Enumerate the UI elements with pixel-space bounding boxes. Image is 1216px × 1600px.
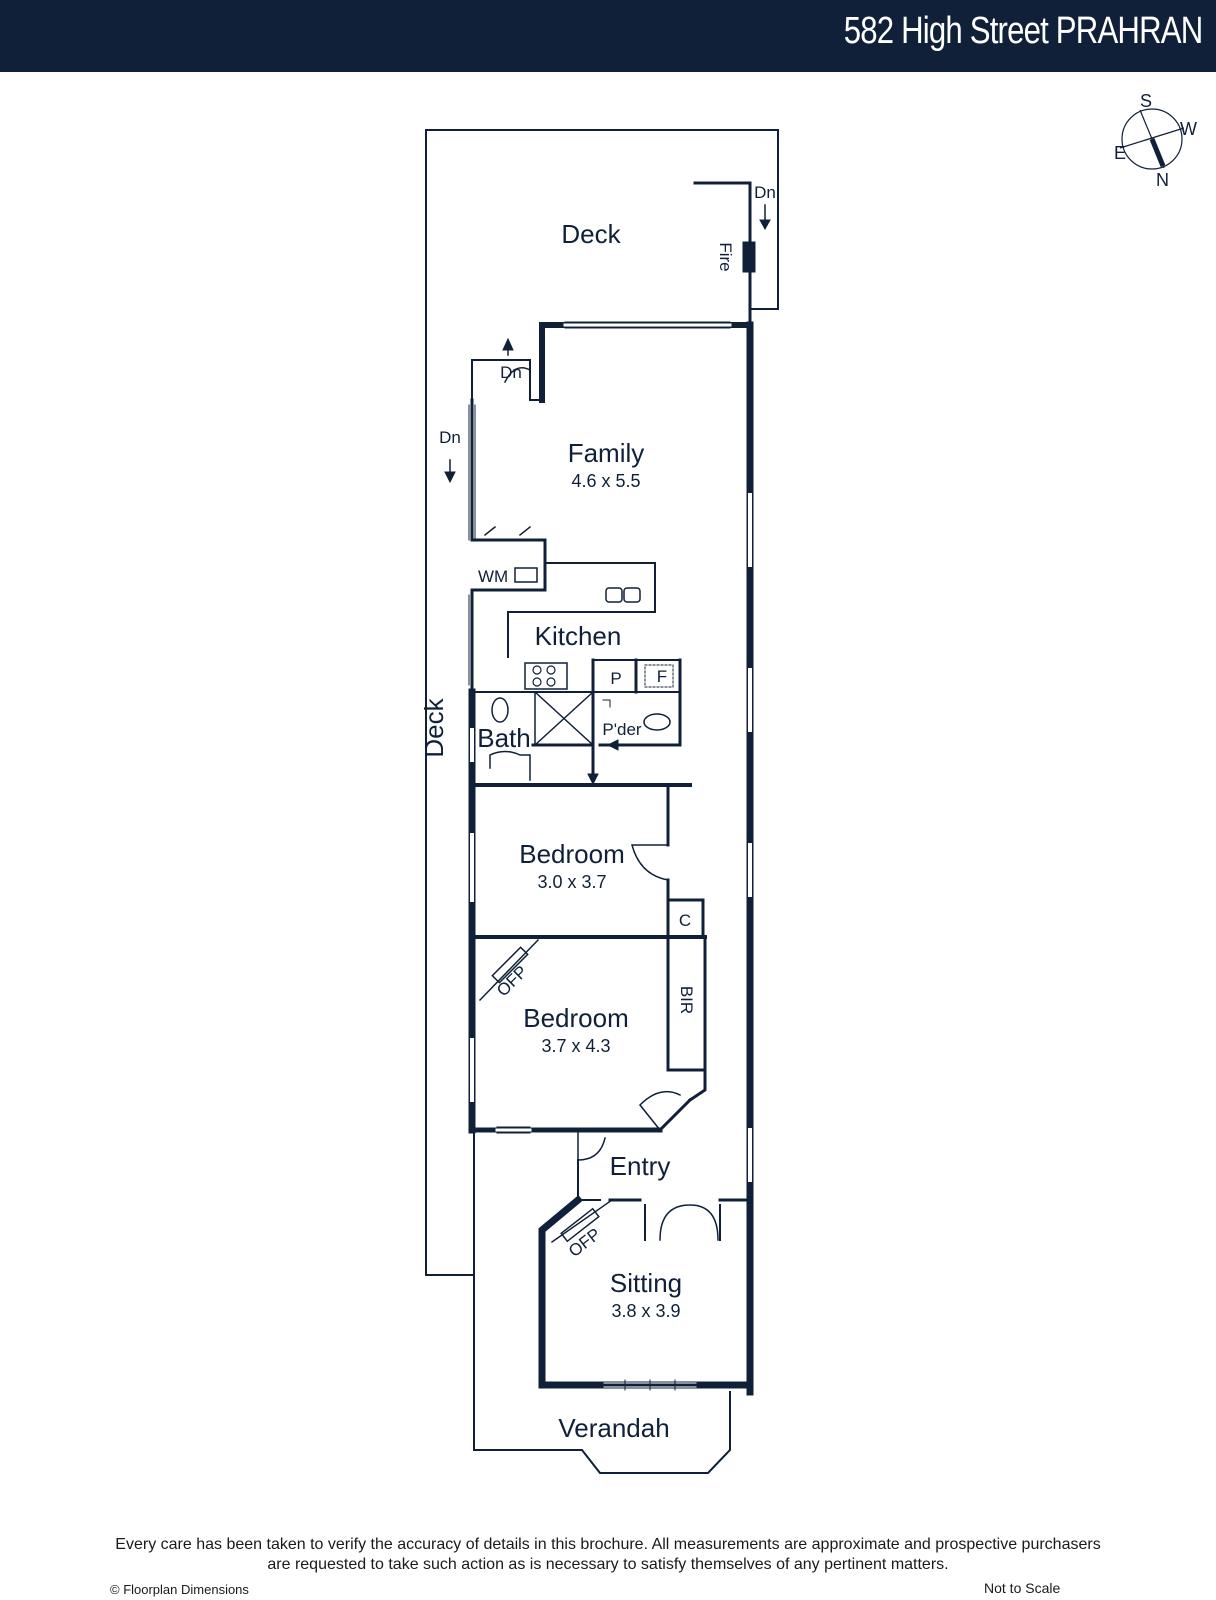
toilet-bath-icon: [491, 697, 509, 723]
kitchen-label: Kitchen: [535, 621, 622, 651]
sitting-bay-window: [599, 1379, 701, 1391]
pantry-fridge-walls: [591, 658, 682, 747]
disclaimer: Every care has been taken to verify the …: [40, 1535, 1176, 1575]
bath-label: Bath: [477, 723, 531, 753]
arrow-left-icon: [606, 739, 619, 751]
floorplan-credit: © Floorplan Dimensions: [110, 1582, 249, 1597]
bir-walls: [666, 935, 707, 1072]
disclaimer-line-2: are requested to take such action as is …: [267, 1556, 949, 1573]
toilet-powder-icon: [643, 713, 671, 731]
fire-label: Fire: [716, 242, 735, 271]
sitting-double-door-swing: [659, 1204, 719, 1241]
fridge-outline: [644, 664, 674, 688]
family-bay: [471, 359, 543, 401]
entry-door-frame: [577, 1159, 601, 1201]
ofp1-hearth: [491, 946, 529, 984]
bedroom2-label: Bedroom: [523, 1003, 629, 1033]
deck-boundary-rear: [425, 129, 779, 310]
sink-icon: [514, 567, 538, 583]
dn-label-1: Dn: [754, 183, 776, 202]
bedroom2-door-swing: [638, 1090, 682, 1132]
dn-arrow-icon: [759, 219, 771, 231]
ofp2-label: OFP: [565, 1224, 604, 1260]
family-west-glazing: [468, 404, 476, 541]
laundry-doors: [483, 525, 532, 537]
west-windows: [468, 729, 476, 1101]
entry-door-swing: [577, 1129, 606, 1161]
dn-arrow-icon-2: [444, 471, 456, 484]
not-to-scale-note: Not to Scale: [984, 1580, 1061, 1596]
cooktop-icon: [524, 662, 568, 690]
laundry-walls: [470, 538, 547, 592]
fire-wall: [693, 181, 752, 327]
bedroom1-dimensions: 3.0 x 3.7: [537, 872, 606, 892]
compass-north-needle: [1149, 138, 1166, 167]
fire-icon: [742, 241, 756, 273]
verandah-outline: [473, 1131, 731, 1474]
basin-icon: [489, 750, 531, 781]
bedroom2-dimensions: 3.7 x 4.3: [541, 1036, 610, 1056]
sitting-label: Sitting: [610, 1268, 682, 1298]
compass-cross-axis: [1119, 127, 1185, 149]
verandah-label: Verandah: [558, 1413, 669, 1443]
family-label: Family: [568, 438, 645, 468]
deck-boundary-side: [425, 129, 475, 1276]
powder-label: P'der: [602, 720, 641, 739]
compass-s: S: [1140, 91, 1152, 111]
fridge-label: F: [657, 667, 667, 686]
shower-icon: [533, 690, 595, 747]
bedroom2-corner: [657, 1097, 693, 1133]
bedroom2-window: [496, 1126, 531, 1134]
arrow-down-icon: [587, 773, 599, 786]
pantry-label: P: [610, 669, 621, 688]
deck-rear-label: Deck: [561, 219, 621, 249]
compass-w: W: [1180, 119, 1197, 139]
powder-door-mark: [602, 699, 611, 708]
property-address: 582 High Street PRAHRAN: [843, 10, 1203, 52]
closet-label: C: [679, 911, 691, 930]
bir-label: BIR: [677, 986, 696, 1014]
kitchen-bench: [507, 562, 656, 658]
compass-ring: [1121, 108, 1183, 170]
east-windows: [746, 494, 754, 1181]
family-dimensions: 4.6 x 5.5: [571, 471, 640, 491]
compass: S W E N: [1114, 91, 1197, 190]
double-sink-left-icon: [605, 587, 623, 603]
burner-4: [546, 677, 556, 687]
ofp1-label: OFP: [493, 962, 531, 1000]
header-bar: 582 High Street PRAHRAN: [0, 0, 1216, 72]
bedroom1-label: Bedroom: [519, 839, 625, 869]
burner-3: [532, 677, 542, 687]
bedroom2-east-angle: [687, 1068, 707, 1103]
arrow-up-icon: [502, 337, 514, 351]
double-sink-right-icon: [623, 587, 641, 603]
sitting-dimensions: 3.8 x 3.9: [611, 1301, 680, 1321]
rear-window: [564, 321, 731, 329]
door-swing: [503, 367, 532, 384]
dn-label-3: Dn: [439, 428, 461, 447]
burner-2: [546, 665, 556, 675]
deck-side-label: Deck: [419, 697, 449, 757]
sitting-double-door-jambs: [644, 1204, 721, 1241]
entry-label: Entry: [610, 1151, 671, 1181]
burner-1: [532, 665, 542, 675]
bedroom1-door-swing: [631, 844, 669, 881]
compass-e: E: [1114, 143, 1126, 163]
dn-label-2: Dn: [500, 363, 522, 382]
compass-n: N: [1156, 170, 1169, 190]
disclaimer-line-1: Every care has been taken to verify the …: [115, 1536, 1101, 1553]
ofp2-hearth: [560, 1207, 600, 1243]
sitting-west-wall: [538, 1195, 604, 1389]
wm-label: WM: [478, 567, 508, 586]
ofp1-diagonal: [478, 938, 540, 1002]
